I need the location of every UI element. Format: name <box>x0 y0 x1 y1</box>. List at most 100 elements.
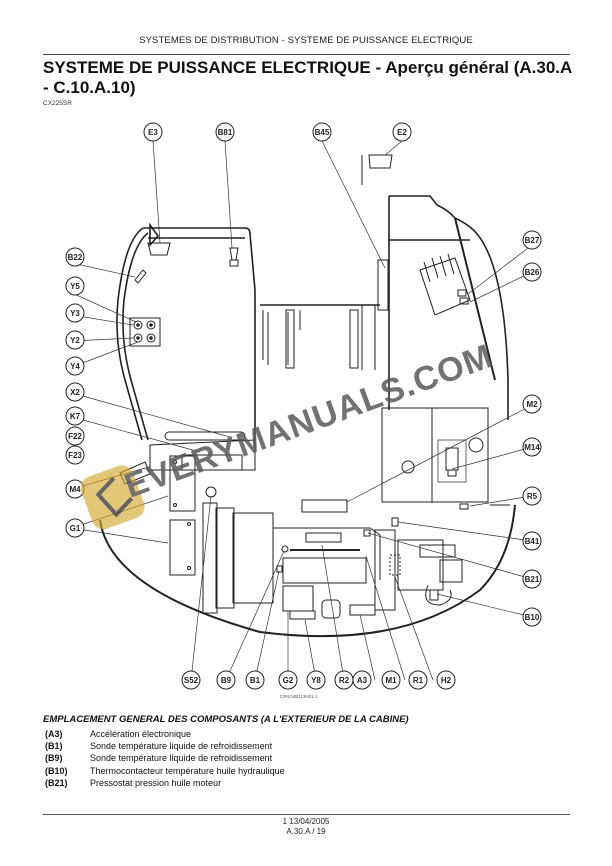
callout-x2: X2 <box>65 382 85 402</box>
legend-code: (B1) <box>45 741 63 752</box>
callout-b41: B41 <box>522 531 542 551</box>
callout-b10: B10 <box>522 607 542 627</box>
legend-item: (A3) Accélération électronique <box>45 728 285 740</box>
model-label: CX225SR <box>43 100 72 107</box>
svg-text:B1: B1 <box>250 676 261 685</box>
callout-h2: H2 <box>436 670 456 690</box>
legend-label: Sonde température liquide de refroidisse… <box>90 753 273 764</box>
callout-g1: G1 <box>65 518 85 538</box>
footer-page-number: A.30.A / 19 <box>286 827 326 836</box>
callout-b26: B26 <box>522 262 542 282</box>
page-footer: 1 13/04/2005 A.30.A / 19 <box>0 817 612 837</box>
callout-r1: R1 <box>408 670 428 690</box>
page-title: SYSTEME DE PUISSANCE ELECTRIQUE - Aperçu… <box>43 58 572 97</box>
svg-text:R2: R2 <box>339 676 350 685</box>
callout-b45: B45 <box>312 122 332 142</box>
svg-text:Y4: Y4 <box>70 362 80 371</box>
svg-text:M14: M14 <box>524 443 540 452</box>
svg-text:B22: B22 <box>68 253 83 262</box>
callout-s52: S52 <box>181 670 201 690</box>
svg-text:K7: K7 <box>70 412 81 421</box>
callout-y3: Y3 <box>65 303 85 323</box>
callout-f23: F23 <box>65 445 85 465</box>
svg-text:EVERYMANUALS.COM: EVERYMANUALS.COM <box>120 337 498 506</box>
callout-y5: Y5 <box>65 276 85 296</box>
svg-text:E3: E3 <box>148 128 158 137</box>
callout-y8: Y8 <box>306 670 326 690</box>
svg-text:S52: S52 <box>184 676 199 685</box>
svg-text:E2: E2 <box>397 128 407 137</box>
callout-m14: M14 <box>522 437 542 457</box>
callout-m2: M2 <box>522 394 542 414</box>
svg-text:F23: F23 <box>68 451 82 460</box>
legend-label: Thermocontacteur température huile hydra… <box>90 765 285 776</box>
legend-label: Accélération électronique <box>90 729 192 739</box>
svg-text:G1: G1 <box>70 524 81 533</box>
legend-item: (B10) Thermocontacteur température huile… <box>45 765 285 777</box>
legend-label: Pressostat pression huile moteur <box>90 777 222 788</box>
svg-text:B21: B21 <box>525 575 540 584</box>
boom-mount <box>260 259 389 370</box>
legend-code: (A3) <box>45 729 63 739</box>
callout-b81: B81 <box>215 122 235 142</box>
callout-b1: B1 <box>245 670 265 690</box>
svg-text:B9: B9 <box>221 676 232 685</box>
component-location-diagram: E3 B81 B45 E2 B22 Y5 Y3 Y2 Y4 X2 K7 F22 … <box>40 112 570 712</box>
legend-code: (B9) <box>45 753 63 764</box>
svg-text:M1: M1 <box>385 676 397 685</box>
pump-box <box>381 407 510 510</box>
svg-text:M2: M2 <box>526 400 538 409</box>
running-header: SYSTEMES DE DISTRIBUTION - SYSTEME DE PU… <box>139 35 473 46</box>
svg-text:B27: B27 <box>525 236 540 245</box>
engine <box>202 502 463 620</box>
svg-text:R5: R5 <box>527 492 538 501</box>
svg-text:G2: G2 <box>283 676 294 685</box>
legend-code: (B10) <box>45 765 68 776</box>
svg-text:Y3: Y3 <box>70 309 80 318</box>
legend-item: (B9) Sonde température liquide de refroi… <box>45 752 285 764</box>
leader-lines <box>71 140 533 681</box>
svg-text:R1: R1 <box>413 676 424 685</box>
svg-text:Y2: Y2 <box>70 336 80 345</box>
footer-date: 1 13/04/2005 <box>282 817 330 826</box>
component-legend: (A3) Accélération électronique (B1) Sond… <box>45 728 285 789</box>
legend-item: (B1) Sonde température liquide de refroi… <box>45 740 285 752</box>
callout-a3: A3 <box>352 670 372 690</box>
callout-b27: B27 <box>522 230 542 250</box>
svg-text:Y8: Y8 <box>311 676 321 685</box>
svg-text:B81: B81 <box>218 128 233 137</box>
callout-b21: B21 <box>522 569 542 589</box>
callout-r5: R5 <box>522 486 542 506</box>
svg-text:B10: B10 <box>525 613 540 622</box>
svg-text:Y5: Y5 <box>70 282 80 291</box>
cab-outline <box>116 222 256 441</box>
figure-reference: CRIL04B113H01 1 <box>280 694 318 699</box>
callout-e2: E2 <box>392 122 412 142</box>
platform <box>149 431 256 471</box>
svg-text:M4: M4 <box>69 485 81 494</box>
legend-code: (B21) <box>45 777 68 788</box>
relay-block <box>419 253 471 316</box>
svg-text:A3: A3 <box>357 676 368 685</box>
callout-e3: E3 <box>143 122 163 142</box>
callout-r2: R2 <box>334 670 354 690</box>
callout-k7: K7 <box>65 406 85 426</box>
svg-text:X2: X2 <box>70 388 80 397</box>
callout-m1: M1 <box>381 670 401 690</box>
header-rule <box>43 54 570 55</box>
legend-caption: EMPLACEMENT GENERAL DES COMPOSANTS (A L'… <box>43 714 409 725</box>
callout-g2: G2 <box>278 670 298 690</box>
footer-rule <box>43 814 570 815</box>
svg-text:B41: B41 <box>525 537 540 546</box>
callouts: E3 B81 B45 E2 B22 Y5 Y3 Y2 Y4 X2 K7 F22 … <box>65 122 542 690</box>
callout-f22: F22 <box>65 426 85 446</box>
legend-item: (B21) Pressostat pression huile moteur <box>45 777 285 789</box>
svg-text:H2: H2 <box>441 676 452 685</box>
svg-text:B26: B26 <box>525 268 540 277</box>
right-housing <box>388 195 509 420</box>
legend-label: Sonde température liquide de refroidisse… <box>90 741 273 752</box>
svg-text:B45: B45 <box>315 128 330 137</box>
counterweight-outline <box>99 504 516 638</box>
callout-y4: Y4 <box>65 356 85 376</box>
svg-text:F22: F22 <box>68 432 82 441</box>
